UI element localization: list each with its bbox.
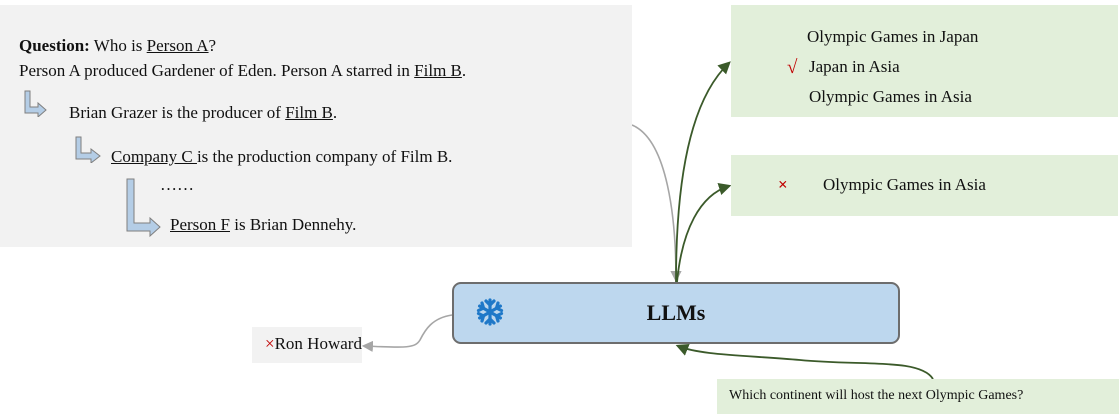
- hop-1: Brian Grazer is the producer of Film B.: [69, 103, 337, 123]
- hop-last-entity: Person F: [170, 215, 230, 234]
- hop-1-entity: Film B: [285, 103, 333, 122]
- fact-line: Person A produced Gardener of Eden. Pers…: [19, 61, 466, 81]
- fact-text: Person A produced Gardener of Eden. Pers…: [19, 61, 415, 80]
- fact-entity: Film B: [414, 61, 462, 80]
- incorrect-output-text: Olympic Games in Asia: [823, 175, 986, 194]
- llm-to-wrong-answer-arrow: [361, 314, 453, 353]
- hop-1-period: .: [332, 103, 338, 122]
- hop-2-text: is the production company of Film B.: [196, 147, 453, 166]
- check-mark-icon: √: [787, 57, 798, 78]
- hop-last-text: is Brian Dennehy.: [229, 215, 357, 234]
- hop-2: Company C is the production company of F…: [111, 147, 452, 167]
- wrong-answer: ×Ron Howard: [265, 334, 362, 354]
- hop-ellipsis: ……: [160, 175, 194, 194]
- snowflake-icon: [476, 298, 504, 326]
- llm-box: LLMs: [452, 282, 900, 344]
- context-to-llm-arrow: [631, 124, 682, 283]
- output-line-3: Olympic Games in Asia: [809, 87, 972, 106]
- llm-label: LLMs: [646, 300, 706, 325]
- incorrect-output-panel: × Olympic Games in Asia: [731, 155, 1118, 216]
- hop-1-text: Brian Grazer is the producer of: [69, 103, 286, 122]
- hop-last: Person F is Brian Dennehy.: [170, 215, 356, 235]
- llm-to-correct-output-arrow: [675, 61, 731, 283]
- llm-to-incorrect-output-arrow: [676, 182, 732, 283]
- hop-2-entity: Company C: [111, 147, 197, 166]
- query-text: Which continent will host the next Olymp…: [729, 388, 1024, 403]
- query-to-llm-arrow: [675, 343, 934, 380]
- hop-arrow-icon: [24, 90, 47, 117]
- correct-output-panel: Olympic Games in Japan √ Japan in Asia O…: [731, 5, 1118, 117]
- output-line-1: Olympic Games in Japan: [807, 27, 979, 46]
- question-line: Question: Who is Person A?: [19, 36, 216, 56]
- fact-period: .: [461, 61, 467, 80]
- wrong-answer-text: Ron Howard: [274, 334, 362, 353]
- hop-arrow-icon: [75, 136, 101, 163]
- output-line-2: Japan in Asia: [809, 57, 900, 76]
- question-entity: Person A: [146, 36, 209, 55]
- question-mark: ?: [208, 36, 217, 55]
- question-text: Who is: [89, 36, 147, 55]
- wrong-answer-box: ×Ron Howard: [252, 327, 362, 363]
- cross-mark-icon: ×: [265, 334, 275, 353]
- query-box: Which continent will host the next Olymp…: [717, 379, 1119, 414]
- context-panel: Question: Who is Person A? Person A prod…: [0, 5, 632, 247]
- question-label: Question:: [19, 36, 90, 55]
- cross-mark-icon: ×: [778, 175, 788, 194]
- hop-arrow-icon: [126, 178, 161, 238]
